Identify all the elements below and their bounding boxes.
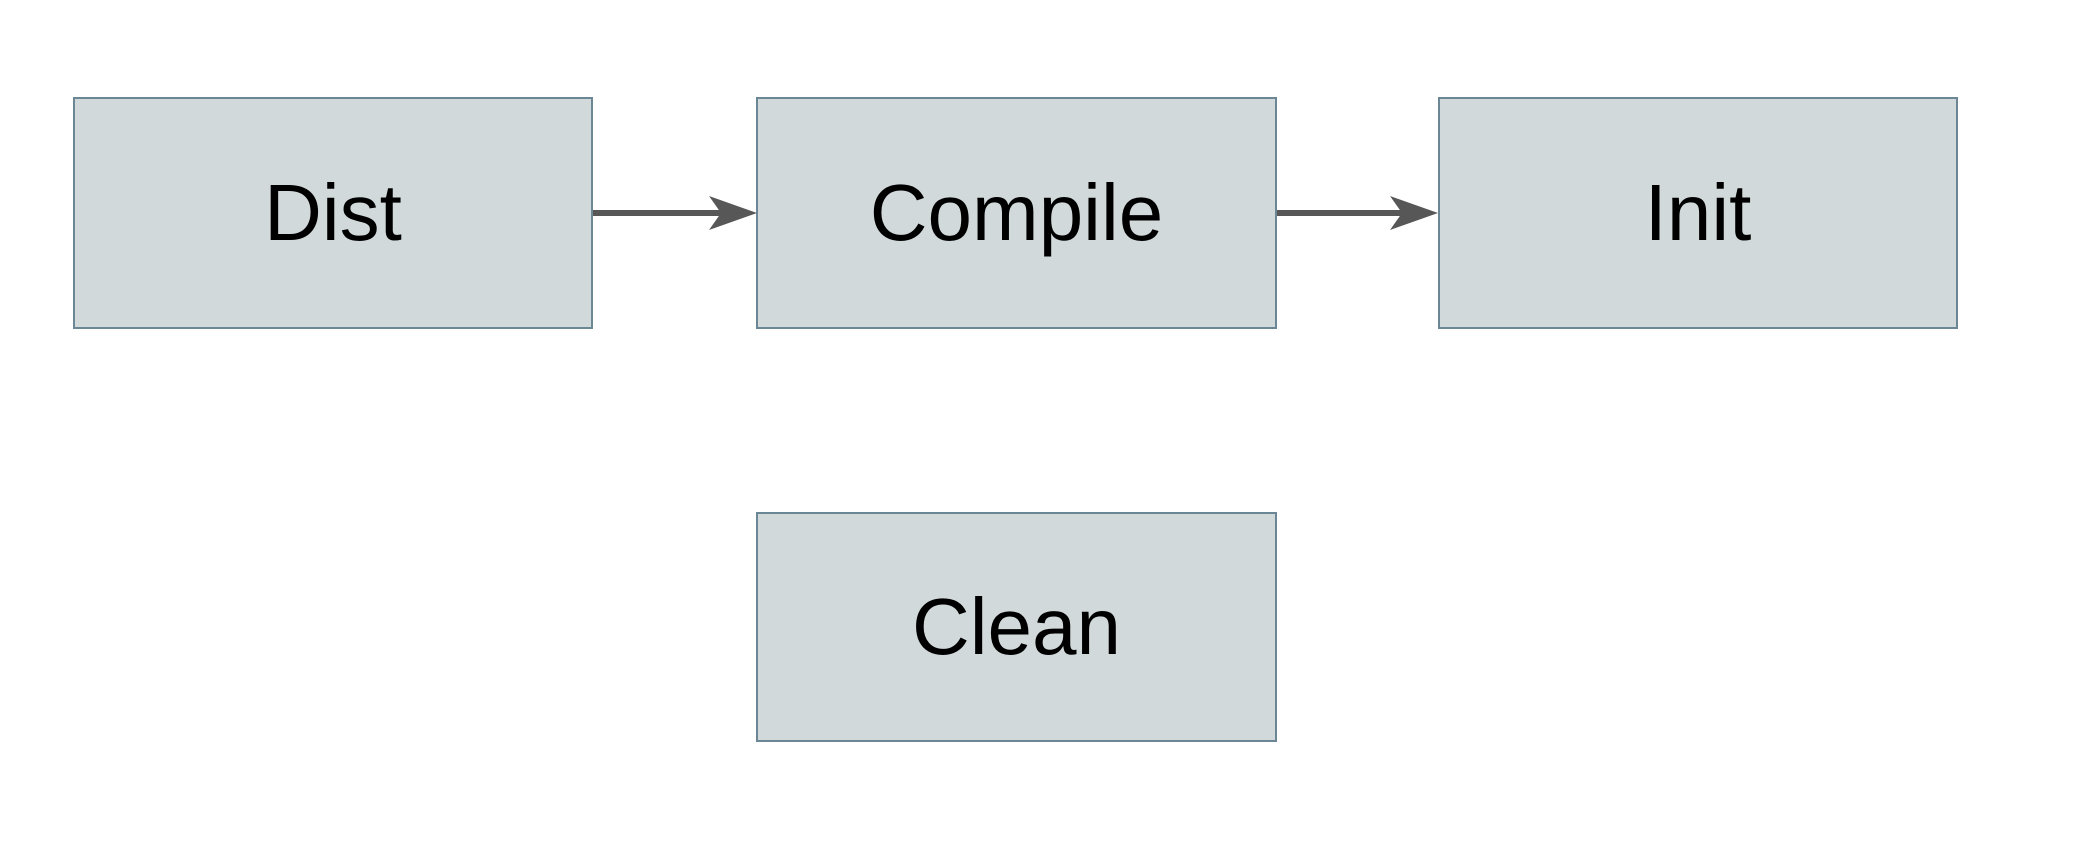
node-compile-label: Compile xyxy=(869,168,1164,257)
node-dist[interactable]: Dist xyxy=(73,97,593,329)
arrow-dist-to-compile[interactable] xyxy=(593,183,757,243)
node-clean-label: Clean xyxy=(911,582,1122,671)
node-clean[interactable]: Clean xyxy=(756,512,1277,742)
node-init[interactable]: Init xyxy=(1438,97,1958,329)
node-dist-label: Dist xyxy=(264,168,402,257)
arrow-head-icon xyxy=(709,196,757,230)
node-compile[interactable]: Compile xyxy=(756,97,1277,329)
arrow-head-icon xyxy=(1390,196,1438,230)
node-init-label: Init xyxy=(1644,168,1752,257)
arrow-compile-to-init[interactable] xyxy=(1277,183,1438,243)
